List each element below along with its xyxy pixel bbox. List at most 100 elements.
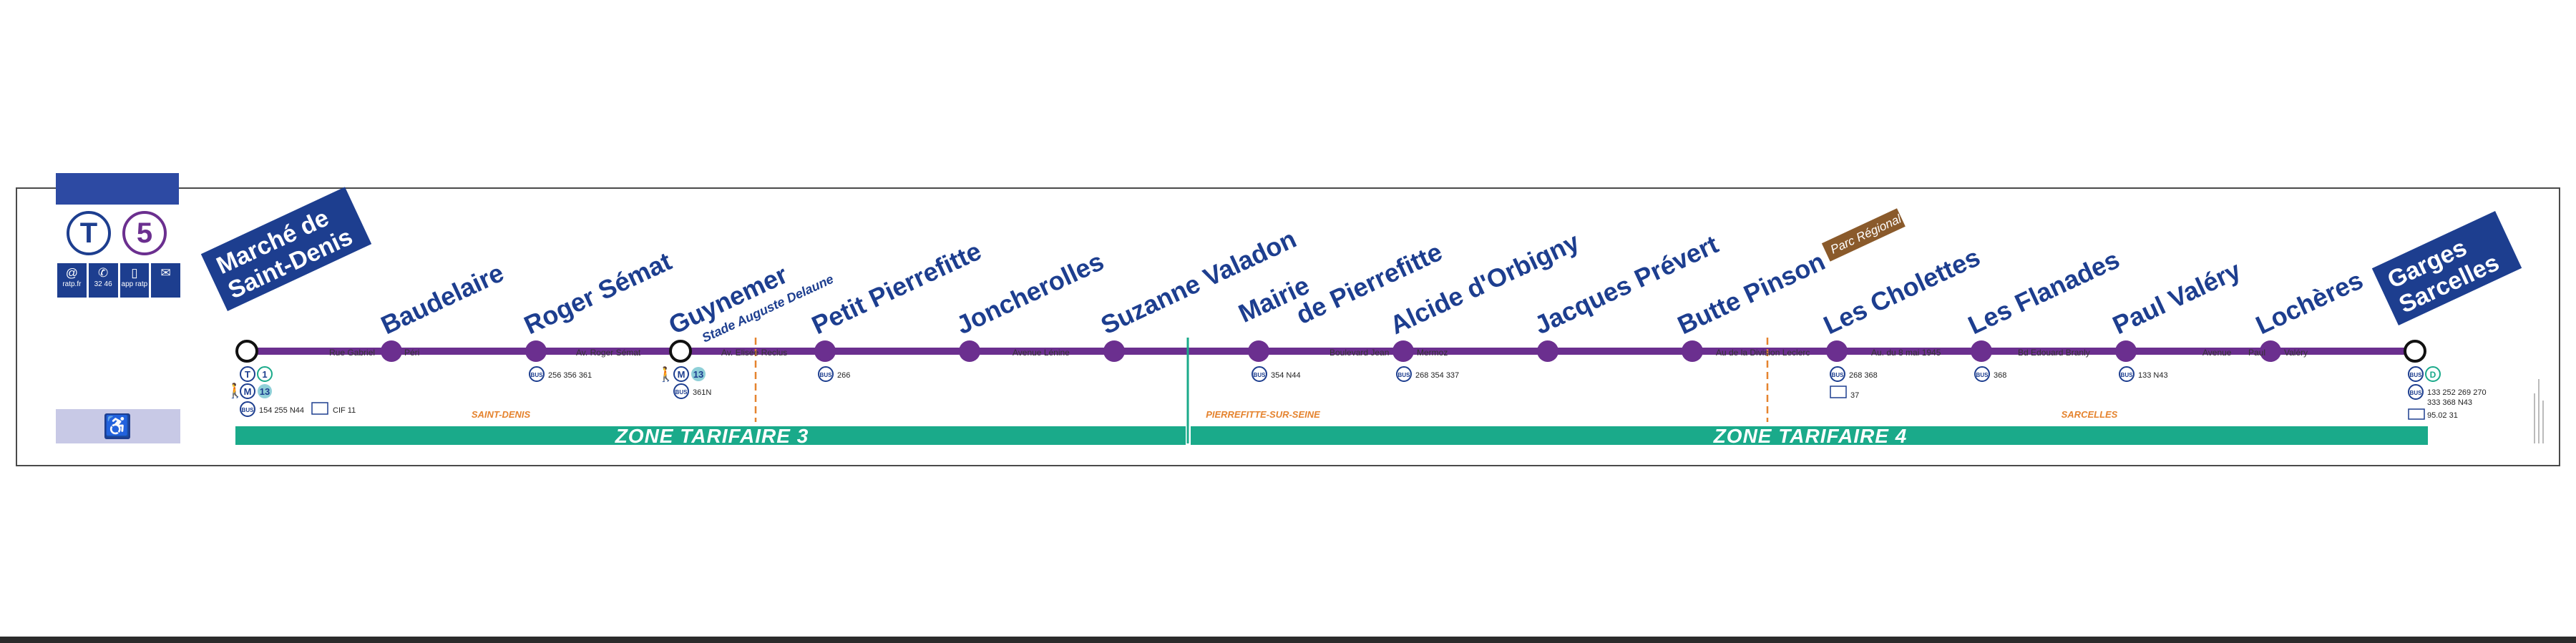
bus-badge-label: BUS [1832,372,1845,378]
parc-regional-tag: Parc Régional [1821,208,1906,262]
commune-label: SARCELLES [2062,409,2118,420]
station-name-baudelaire[interactable]: Baudelaire [376,257,508,340]
bus-lines: 256 356 361 [548,371,592,380]
walk-icon: 🚶 [657,365,675,383]
at-icon: @ [65,266,78,280]
station-name-les-flanades[interactable]: Les Flanades [1963,245,2124,340]
bus-lines: 133 N43 [2138,371,2168,380]
commune-label: SAINT-DENIS [472,409,531,420]
bus-badge-icon [1830,366,1845,382]
contact-label: 32 46 [94,280,112,288]
metro-badge-icon [673,366,689,382]
stop-les-cholettes[interactable] [1826,340,1848,362]
contact-app[interactable]: ▯ app ratp [119,263,150,298]
bus-badge-icon [2119,366,2135,382]
route-line [247,348,2415,355]
bus-lines: 268 368 [1849,371,1878,380]
bus-badge-label: BUS [820,372,833,378]
street-label: Paul [2248,348,2265,358]
line-map-frame [16,187,2560,466]
station-name-locheres[interactable]: Lochères [2251,265,2367,340]
terminus-stop-start[interactable] [235,340,258,363]
bus-badge-label: BUS [531,372,544,378]
bus-badge-icon [2408,408,2425,420]
terminus-start-box: Marché de Saint-Denis [200,187,372,311]
stop-suzanne-valadon[interactable] [1103,340,1125,362]
street-label: Bd Edouard Branly [2018,348,2090,358]
zone-bar-4 [1191,426,2428,445]
mail-icon: ✉ [160,266,171,280]
parc-regional-label: Parc Régional [1828,212,1904,257]
bus-badge-label: BUS [1254,372,1267,378]
rer-badge-label: D [2430,370,2436,380]
station-name-roger-semat[interactable]: Roger Sémat [519,246,676,340]
stop-joncherolles[interactable] [959,340,980,362]
bus-lines: 95.02 31 [2427,411,2458,420]
bus-lines: 333 368 N43 [2427,398,2472,407]
bus-badge-icon [1396,366,1412,382]
street-label: Mermoz [1417,348,1448,358]
bus-badge-label: BUS [1398,372,1411,378]
bus-lines: 37 [1850,391,1859,400]
print-reference-note [2534,379,2544,443]
street-label: Valéry [2284,348,2308,358]
metro-badge-label: M [244,386,252,397]
connections-marche-saint-denis: 🚶 T 1 M 13 BUS 154 255 N44 CIF 11 [226,366,356,417]
contact-phone[interactable]: ✆ 32 46 [88,263,118,298]
bus-badge-label: BUS [2410,372,2423,378]
contact-label: app ratp [121,280,148,288]
bus-badge-label: BUS [675,389,688,396]
stop-les-flanades[interactable] [1971,340,1992,362]
contact-info-row: @ ratp.fr ✆ 32 46 ▯ app ratp ✉ [57,263,180,298]
phone-icon: ✆ [98,266,109,280]
stop-baudelaire[interactable] [381,340,402,362]
bus-lines: 133 252 269 270 [2427,388,2487,397]
contact-mail[interactable]: ✉ [151,263,180,298]
street-label: Rue Gabriel [329,348,375,358]
header-tab [56,173,179,205]
bus-lines: 361N [693,388,711,397]
line-number-logo: 5 [122,211,167,255]
tram1-badge-icon [257,366,273,382]
street-label: Avenue Lénine [1013,348,1070,358]
stop-petit-pierrefitte[interactable] [814,340,836,362]
bus-badge-icon [2408,366,2424,382]
app-icon: ▯ [131,266,138,280]
metro-badge-icon [240,383,255,399]
stop-paul-valery[interactable] [2115,340,2137,362]
metro13-badge-icon [258,384,272,398]
street-label: Au. du 8 mai 1945 [1871,348,1941,358]
station-name-suzanne-valadon[interactable]: Suzanne Valadon [1096,224,1301,340]
bus-badge-icon [240,401,255,417]
street-label: Av. Elisée Reclus [721,348,787,358]
station-name-les-cholettes[interactable]: Les Cholettes [1819,242,1984,340]
contact-web[interactable]: @ ratp.fr [57,263,87,298]
terminus-stop-end[interactable] [2404,340,2426,363]
bus-lines: 268 354 337 [1415,371,1459,380]
stop-butte-pinson[interactable] [1682,340,1703,362]
stop-locheres[interactable] [2260,340,2281,362]
street-label: Péri [404,348,419,358]
tram1-badge-label: 1 [262,369,267,380]
bus-lines: 266 [837,371,850,380]
bus-lines: 154 255 N44 [259,406,304,415]
metro13-badge-label: 13 [260,386,270,397]
stop-mairie-de-pierrefitte[interactable] [1248,340,1269,362]
street-label: Au de la Division Leclerc [1716,348,1810,358]
stop-roger-semat[interactable] [525,340,547,362]
zone-label: ZONE TARIFAIRE 4 [1713,425,1908,447]
zone-bar-3 [235,426,1186,445]
bottom-edge-bar [0,637,2576,643]
rer-badge-icon [2425,366,2441,382]
bus-badge-icon [311,402,328,415]
bus-lines: 368 [1994,371,2006,380]
stop-alcide-dorbigny[interactable] [1392,340,1414,362]
station-name-paul-valery[interactable]: Paul Valéry [2108,255,2245,340]
stop-guynemer[interactable] [669,340,692,363]
zone-label: ZONE TARIFAIRE 3 [615,425,809,447]
stop-jacques-prevert[interactable] [1537,340,1558,362]
bus-badge-label: BUS [2410,390,2423,396]
terminus-end-box: Garges Sarcelles [2371,210,2522,325]
connections-garges-sarcelles: BUS D BUS 133 252 269 270 333 368 N43 95… [2408,366,2487,420]
